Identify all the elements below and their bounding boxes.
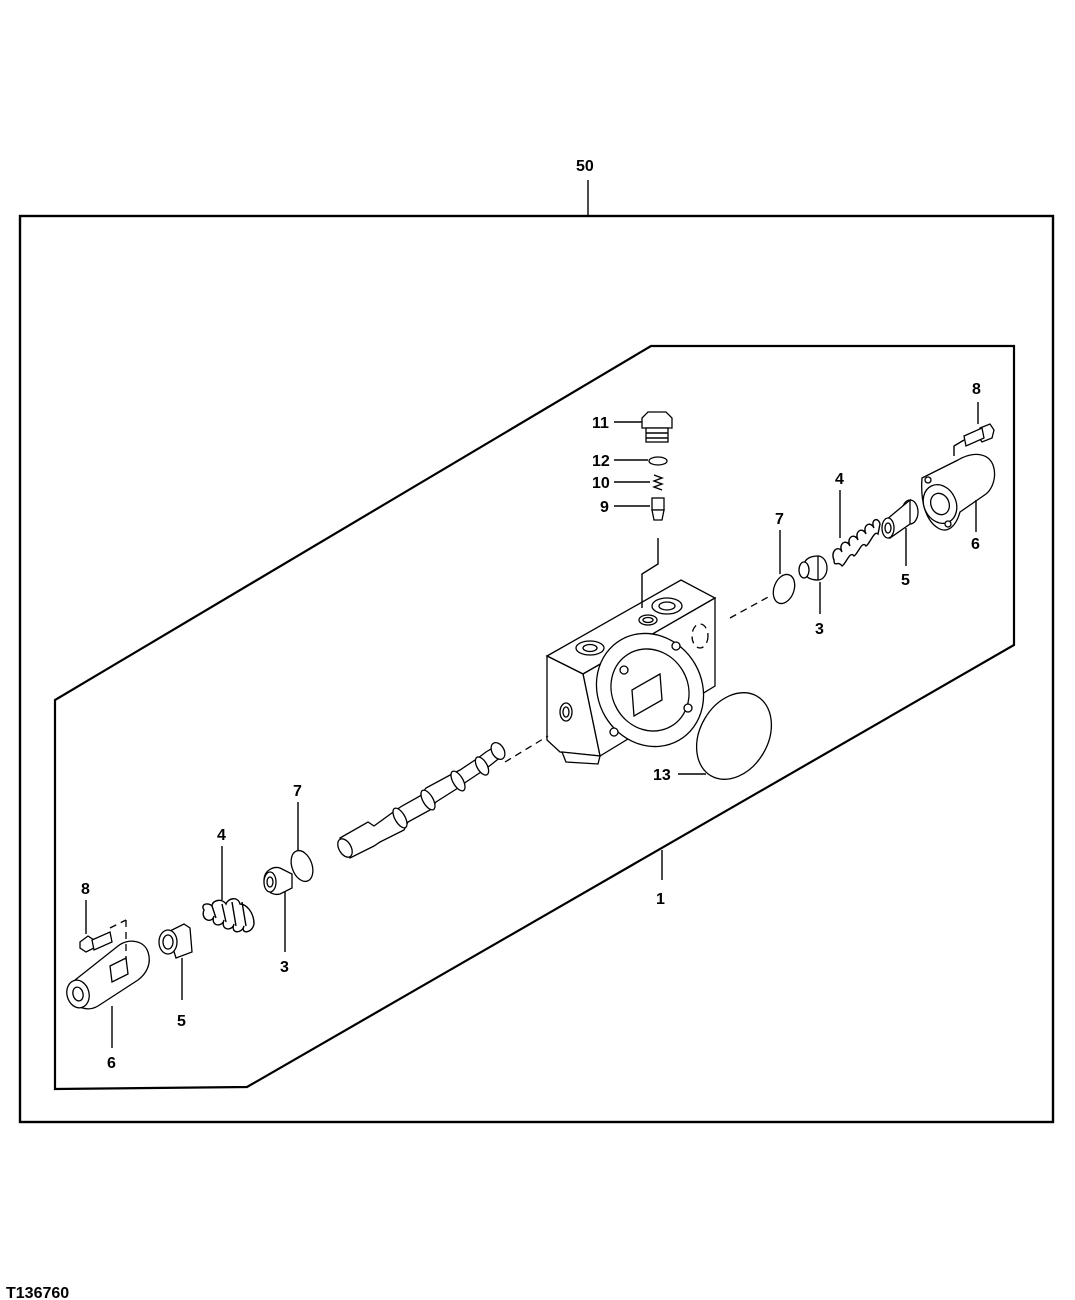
callout-11: 11 xyxy=(592,415,609,432)
bolt-8-left xyxy=(79,931,113,953)
cap-6-right xyxy=(921,453,996,531)
assembly-callout-50: 50 xyxy=(576,158,594,175)
seal-13 xyxy=(695,692,773,780)
spring-10 xyxy=(652,474,664,491)
valve-body xyxy=(545,579,717,765)
spring-4-right xyxy=(832,518,881,567)
body-callout-1: 1 xyxy=(656,891,665,908)
figure-id: T136760 xyxy=(6,1285,69,1300)
callout-6-right: 6 xyxy=(971,536,980,553)
callout-10: 10 xyxy=(592,475,610,492)
spool xyxy=(337,741,506,859)
o-ring-12 xyxy=(648,456,668,466)
callout-9: 9 xyxy=(600,499,609,516)
callout-13: 13 xyxy=(653,767,671,784)
plug-11 xyxy=(641,411,673,443)
callout-7-right: 7 xyxy=(775,511,784,528)
collar-5-right xyxy=(881,498,919,540)
o-ring-7-right xyxy=(772,573,796,605)
seat-3-left xyxy=(263,866,293,896)
leader-top-stack xyxy=(641,538,659,608)
o-ring-7-left xyxy=(290,849,314,883)
callout-3-right: 3 xyxy=(815,621,824,638)
poppet-9 xyxy=(651,497,665,521)
callout-12: 12 xyxy=(592,453,610,470)
callout-3-left: 3 xyxy=(280,959,289,976)
callout-4-right: 4 xyxy=(835,471,844,488)
callout-8-left: 8 xyxy=(81,881,90,898)
callout-8-right: 8 xyxy=(972,381,981,398)
callout-5-right: 5 xyxy=(901,572,910,589)
spring-4-left xyxy=(202,898,255,933)
callout-4-left: 4 xyxy=(217,827,226,844)
cap-6-left xyxy=(66,940,150,1010)
callout-6-left: 6 xyxy=(107,1055,116,1072)
callout-5-left: 5 xyxy=(177,1013,186,1030)
outer-frame xyxy=(18,214,1055,1124)
callout-7-left: 7 xyxy=(293,783,302,800)
collar-5-left xyxy=(158,923,193,959)
bolt-8-right xyxy=(963,423,995,447)
section-frame xyxy=(53,344,1016,1091)
seat-3-right xyxy=(798,555,828,581)
